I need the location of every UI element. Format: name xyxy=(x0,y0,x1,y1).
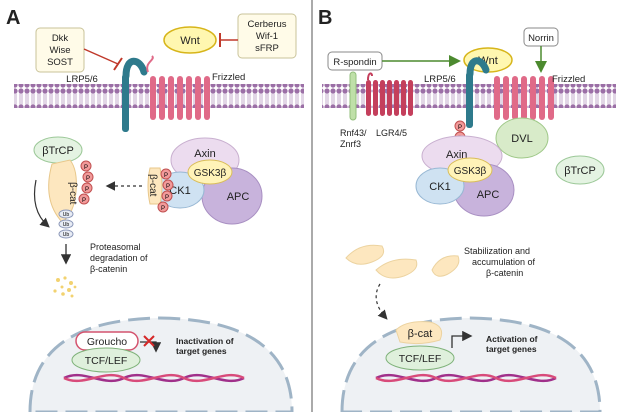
p-label: P xyxy=(86,176,90,182)
wif1-label: Wif-1 xyxy=(256,31,278,42)
cerberus-label: Cerberus xyxy=(247,19,286,30)
wise-label: Wise xyxy=(49,45,70,56)
rnf43-znrf3 xyxy=(349,71,357,121)
ck1-label-b: CK1 xyxy=(429,181,450,193)
beta-catenin-nuclear xyxy=(395,321,443,345)
block-x-2 xyxy=(143,335,155,347)
ubiquitin-chain: Ub Ub Ub xyxy=(58,209,74,239)
tcf-lef-a xyxy=(71,347,141,373)
lgr4-5 xyxy=(366,72,413,116)
outcome-a-2: target genes xyxy=(176,346,227,356)
frizzled-receptor-a xyxy=(146,55,210,120)
stabilized-beta-catenin xyxy=(345,244,460,279)
inhibitor-box-cerberus xyxy=(237,13,297,59)
inhibition-line-dkk xyxy=(83,48,119,65)
ub-label: Ub xyxy=(63,222,70,228)
ub-label: Ub xyxy=(63,232,70,238)
r-spondin-label: R-spondin xyxy=(333,57,376,68)
sfrp-label: sFRP xyxy=(255,43,279,54)
apc-label-a: APC xyxy=(227,191,250,203)
frizzled-label-b: Frizzled xyxy=(552,74,585,85)
wnt-ligand-a xyxy=(163,26,217,54)
groucho-label: Groucho xyxy=(87,336,127,348)
bcat-label-a1: β-cat xyxy=(67,182,78,205)
beta-catenin-degradation xyxy=(48,159,77,223)
dkk-label: Dkk xyxy=(52,33,69,44)
p-label: P xyxy=(165,195,169,201)
btrcp-b xyxy=(555,155,605,185)
ub-label: Ub xyxy=(63,212,70,218)
outcome-a-1: Inactivation of xyxy=(176,336,234,346)
dvl xyxy=(495,117,549,159)
sost-label: SOST xyxy=(47,57,73,68)
axin-label-a: Axin xyxy=(194,148,215,160)
btrcp-label-b: βTrCP xyxy=(564,165,596,177)
nucleus-a xyxy=(28,316,294,414)
dvl-label: DVL xyxy=(511,133,532,145)
btrcp-label-a: βTrCP xyxy=(42,145,74,157)
panel-b: B R-spondin Wnt Norrin Rnf43/ Znrf3 LGR xyxy=(318,7,616,414)
lgr-label: LGR4/5 xyxy=(376,128,407,138)
phospho-group-a1: P P P P xyxy=(78,160,94,205)
gsk3b-label-a: GSK3β xyxy=(194,168,227,179)
active-transcription-arrow xyxy=(451,330,473,348)
bcat-label-b: β-cat xyxy=(408,328,433,340)
gsk3b-b xyxy=(447,157,493,183)
stabilization-text-2: accumulation of xyxy=(472,257,536,267)
frizzled-receptor-b xyxy=(494,76,554,120)
lrp-label-a: LRP5/6 xyxy=(66,74,98,85)
lrp-receptor-b xyxy=(466,57,490,128)
wnt-label-a: Wnt xyxy=(180,35,200,47)
frizzled-label-a: Frizzled xyxy=(212,72,245,83)
ubiquitination-arrow xyxy=(33,179,50,228)
inhibitor-box-dkk xyxy=(35,27,85,73)
degraded-fragments xyxy=(53,276,77,298)
bcat-label-a2: β-cat xyxy=(147,174,158,197)
dna-b xyxy=(375,373,557,383)
axin-label-b: Axin xyxy=(446,149,467,161)
apc-label-b: APC xyxy=(477,189,500,201)
nucleus-b xyxy=(340,316,602,414)
phospho-group-a2: P P P P xyxy=(157,168,174,213)
degradation-text-1: Proteasomal xyxy=(90,242,141,252)
panel-a: A Dkk Wise SOST Wnt Cerberus Wif-1 sFRP … xyxy=(6,7,304,414)
repressed-transcription-arrow xyxy=(140,341,162,353)
p-label: P xyxy=(458,125,462,131)
norrin-label: Norrin xyxy=(528,33,554,44)
degradation-text-3: β-catenin xyxy=(90,264,127,274)
tcf-label-a: TCF/LEF xyxy=(85,355,128,367)
stabilization-text-1: Stabilization and xyxy=(464,246,530,256)
p-label: P xyxy=(164,173,168,179)
gsk3b-label-b: GSK3β xyxy=(454,166,487,177)
dna-a xyxy=(63,373,245,383)
degradation-text-2: degradation of xyxy=(90,253,148,263)
p-label: P xyxy=(84,165,88,171)
rnf-label-2: Znrf3 xyxy=(340,139,361,149)
lrp-label-b: LRP5/6 xyxy=(424,74,456,85)
ck1-label-a: CK1 xyxy=(169,185,190,197)
lrp-receptor-a xyxy=(122,57,148,132)
tcf-lef-b xyxy=(385,345,455,371)
gsk3b-a xyxy=(187,159,233,185)
stabilization-text-3: β-catenin xyxy=(486,268,523,278)
panel-a-letter: A xyxy=(6,7,20,29)
p-label: P xyxy=(161,206,165,212)
panel-b-letter: B xyxy=(318,7,332,29)
tcf-label-b: TCF/LEF xyxy=(399,353,442,365)
p-label: P xyxy=(166,184,170,190)
rnf-label-1: Rnf43/ xyxy=(340,128,367,138)
p-label: P xyxy=(85,187,89,193)
p-label: P xyxy=(82,198,86,204)
nuclear-translocation-arrow xyxy=(375,283,388,320)
outcome-b-2: target genes xyxy=(486,344,537,354)
outcome-b-1: Activation of xyxy=(486,334,538,344)
inhibition-bar-dkk xyxy=(113,57,123,71)
